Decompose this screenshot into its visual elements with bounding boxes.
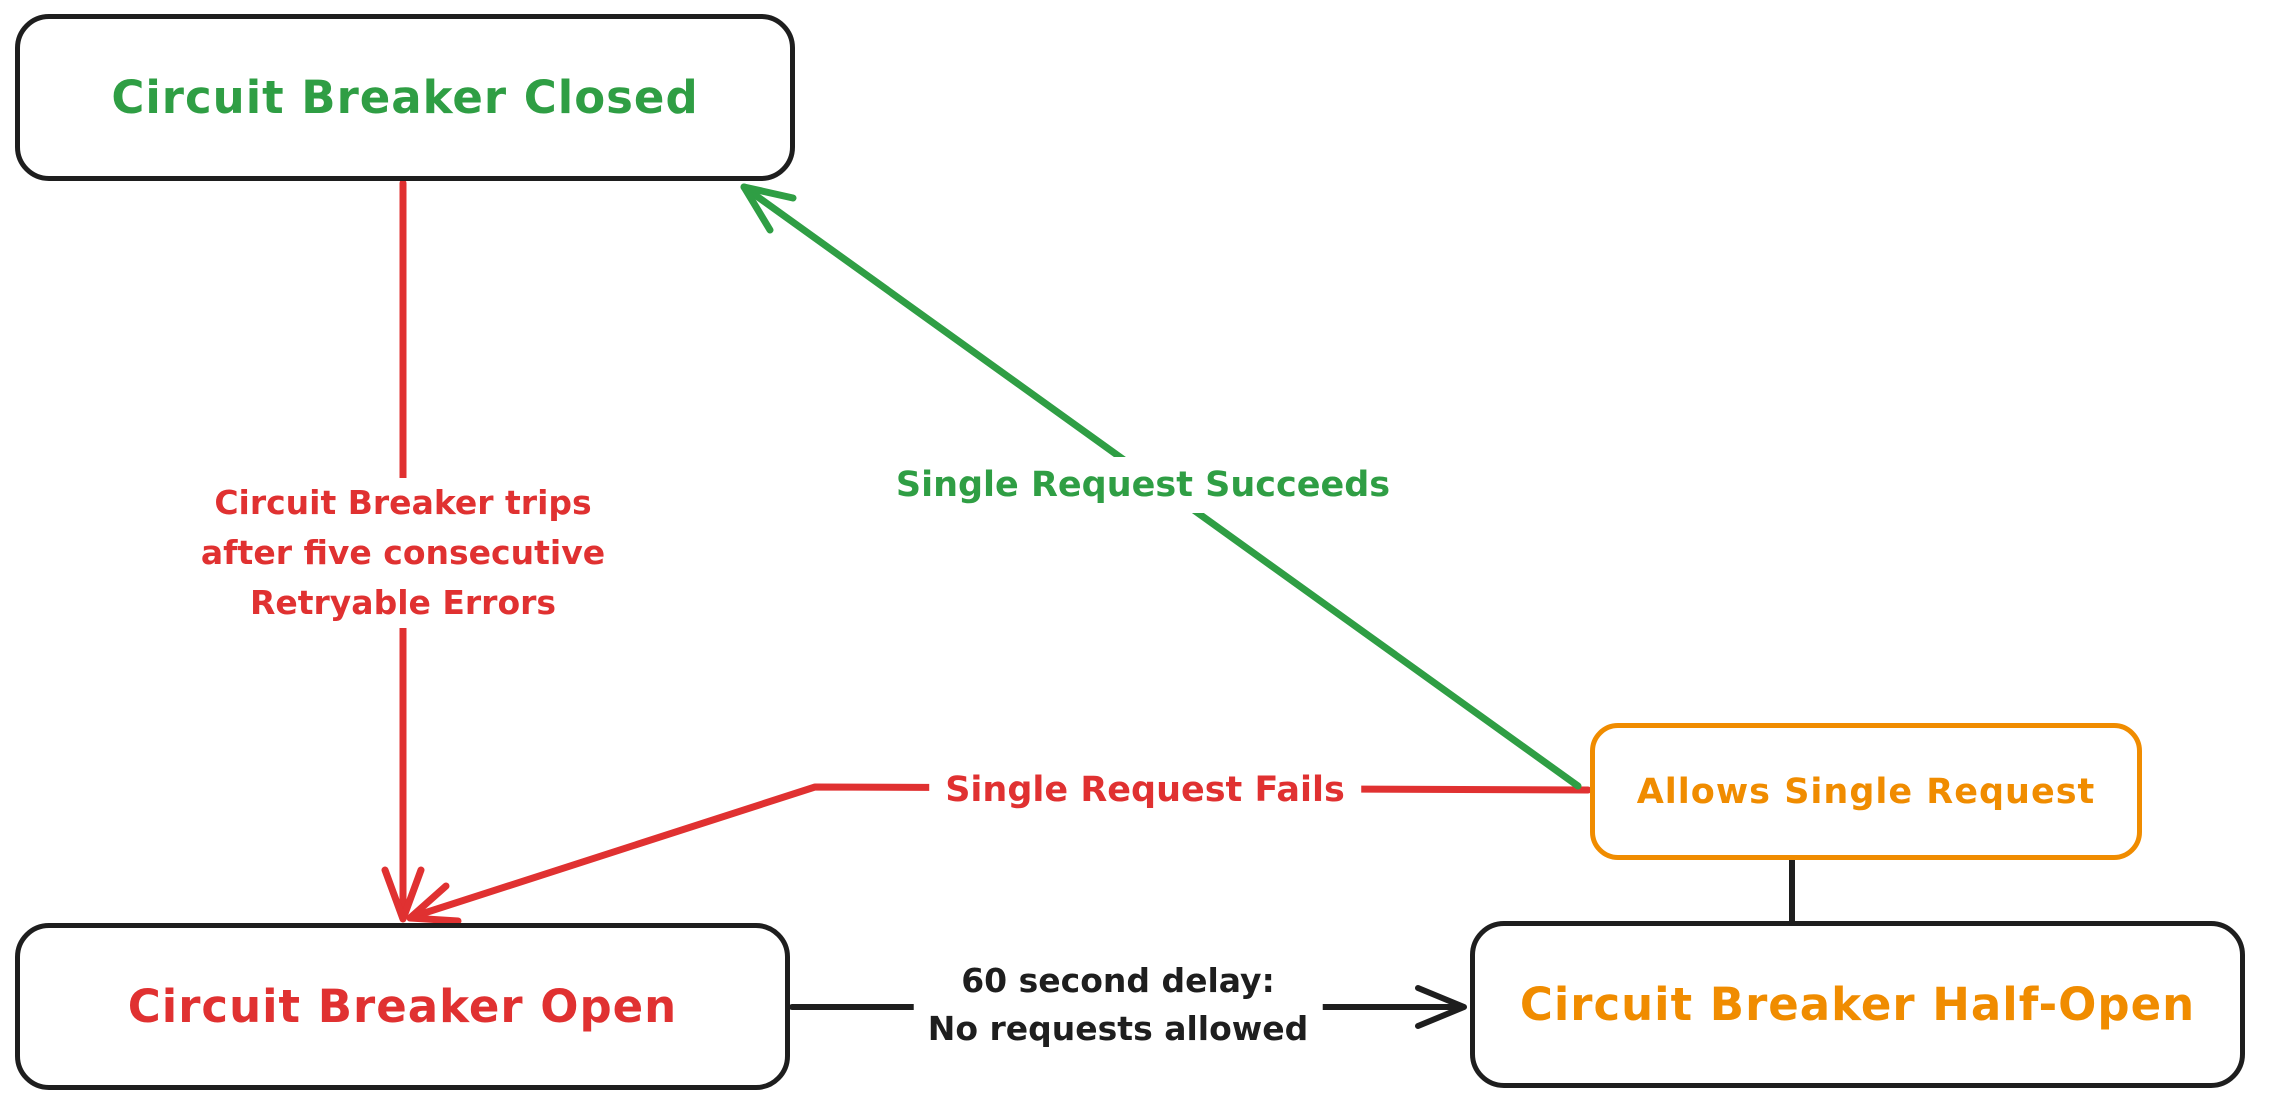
node-circuit-breaker-closed: Circuit Breaker Closed [15,14,795,181]
delay-edge-label-line-2: No requests allowed [927,1009,1309,1048]
fails-edge-arrowhead [406,882,462,925]
trip-edge-label-line-2: after five consecutive [200,533,606,572]
trip-edge-label-line-1: Circuit Breaker trips [214,483,592,522]
succeeds-edge-arrowhead [740,183,797,234]
node-circuit-breaker-open: Circuit Breaker Open [15,923,790,1090]
node-open-label: Circuit Breaker Open [127,980,678,1033]
node-circuit-breaker-half-open: Circuit Breaker Half-Open [1470,921,2245,1088]
delay-edge-label: 60 second delay: No requests allowed [913,955,1323,1055]
node-closed-label: Circuit Breaker Closed [111,71,699,124]
trip-edge-arrowhead [381,866,425,923]
succeeds-edge-label: Single Request Succeeds [879,457,1407,513]
node-allows-single-request: Allows Single Request [1590,723,2142,860]
fails-edge-label: Single Request Fails [929,762,1361,818]
delay-edge-arrowhead [1415,985,1467,1029]
trip-edge-label: Circuit Breaker trips after five consecu… [186,478,620,628]
node-half-open-label: Circuit Breaker Half-Open [1519,978,2196,1031]
node-allows-label: Allows Single Request [1636,771,2096,812]
delay-edge-label-line-1: 60 second delay: [961,961,1275,1000]
trip-edge-label-line-3: Retryable Errors [249,583,557,622]
